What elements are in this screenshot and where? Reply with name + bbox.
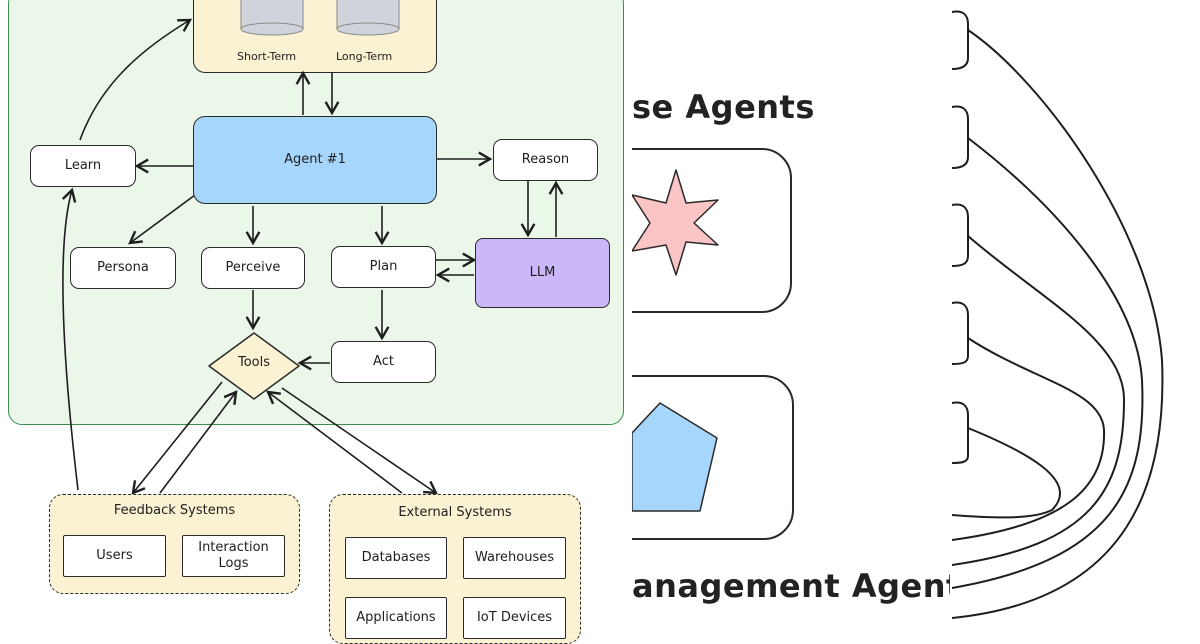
long-term-cylinder [336, 0, 400, 36]
warehouses-node: Warehouses [463, 537, 566, 579]
llm-node: LLM [475, 238, 610, 308]
short-term-cylinder [240, 0, 304, 36]
tools-diamond [208, 332, 300, 400]
right-panel [952, 0, 1200, 630]
databases-node: Databases [345, 537, 447, 579]
agent-node: Agent #1 [193, 116, 437, 204]
perceive-node: Perceive [201, 247, 305, 289]
feedback-systems-title: Feedback Systems [113, 503, 236, 518]
agents-heading-top: se Agents [632, 88, 815, 126]
long-term-label: Long-Term [336, 50, 393, 63]
star-icon [632, 169, 719, 276]
middle-panel: se Agents anagement Agents [632, 0, 950, 630]
pentagon-icon [632, 402, 718, 512]
users-node: Users [63, 535, 166, 577]
iot-devices-node: IoT Devices [463, 597, 566, 639]
applications-node: Applications [345, 597, 447, 639]
external-systems-title: External Systems [398, 505, 512, 520]
agents-heading-bottom: anagement Agents [632, 567, 950, 605]
flow-lines [952, 10, 1164, 619]
reason-node: Reason [493, 139, 598, 181]
learn-node: Learn [30, 145, 136, 187]
tools-label: Tools [237, 355, 271, 370]
diagram-arrows [61, 18, 564, 495]
act-node: Act [331, 341, 436, 383]
persona-node: Persona [70, 247, 176, 289]
short-term-label: Short-Term [237, 50, 297, 63]
memory-box: Short-Term Long-Term [193, 0, 437, 73]
interaction-logs-node: Interaction Logs [182, 535, 285, 577]
plan-node: Plan [331, 246, 436, 288]
